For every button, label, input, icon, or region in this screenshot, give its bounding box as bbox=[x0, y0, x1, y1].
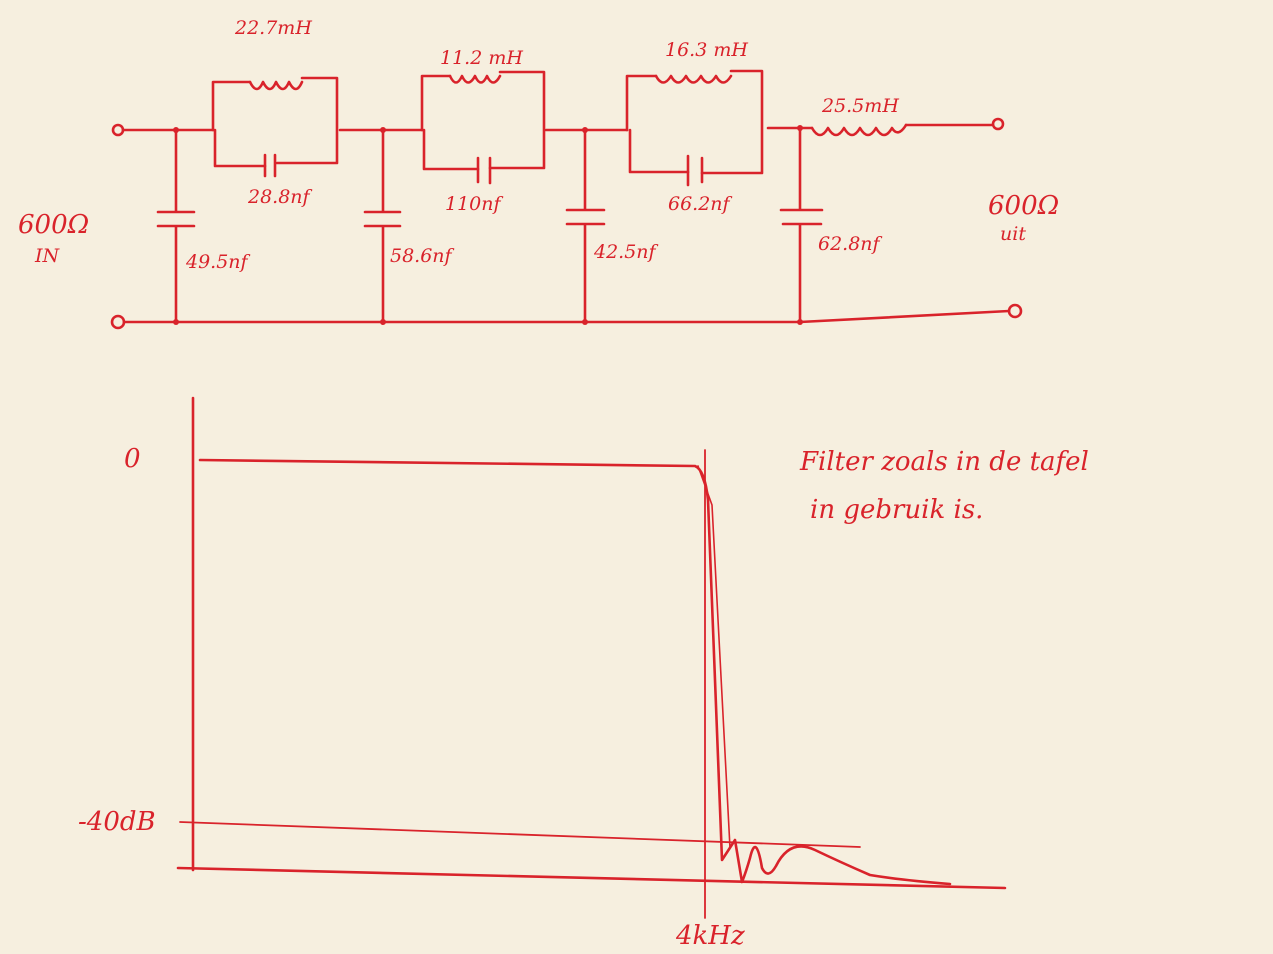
frequency-response: 0 -40dB 4kHz bbox=[78, 396, 1007, 951]
lc-section-2 bbox=[420, 70, 546, 185]
capacitor-icon bbox=[686, 154, 704, 187]
inductor-1-label: 22.7mH bbox=[234, 17, 312, 39]
capacitor-icon bbox=[476, 156, 492, 185]
shunt-capacitor-2 bbox=[363, 128, 402, 324]
ground-wire bbox=[122, 309, 1011, 324]
response-curve-edge bbox=[697, 465, 731, 849]
inductor-3-label: 16.3 mH bbox=[665, 39, 748, 61]
junction-dots bbox=[173, 125, 803, 325]
inductor-icon bbox=[448, 74, 502, 84]
response-curve bbox=[198, 458, 952, 886]
output-inductor-icon bbox=[810, 123, 908, 137]
input-terminal-bottom bbox=[110, 314, 126, 330]
input-impedance-label: 600Ω bbox=[18, 210, 89, 240]
note-line-2: in gebruik is. bbox=[810, 495, 983, 525]
note-line-1: Filter zoals in de tafel bbox=[799, 447, 1089, 477]
x-axis bbox=[176, 866, 1007, 890]
output-sub-label: uit bbox=[1000, 223, 1026, 245]
cutoff-label: 4kHz bbox=[675, 921, 745, 951]
minus-40db-label: -40dB bbox=[78, 807, 156, 837]
shunt-capacitor-1 bbox=[156, 128, 196, 324]
note: Filter zoals in de tafel in gebruik is. bbox=[799, 447, 1089, 525]
input-sub-label: IN bbox=[34, 245, 61, 267]
capacitor-1-label: 28.8nf bbox=[247, 186, 313, 208]
lc-section-1 bbox=[211, 76, 339, 178]
shunt-capacitor-4 bbox=[779, 126, 824, 324]
circuit-schematic: 22.7mH 11.2 mH 16.3 mH 25.5mH 28.8nf 110… bbox=[18, 17, 1059, 330]
input-terminal-top bbox=[111, 123, 125, 137]
shunt-cap-3-label: 42.5nf bbox=[593, 241, 659, 263]
inductor-icon bbox=[654, 74, 733, 84]
output-terminal-top bbox=[991, 117, 1005, 131]
shunt-cap-4-label: 62.8nf bbox=[818, 233, 883, 255]
zero-db-label: 0 bbox=[124, 444, 141, 474]
shunt-cap-2-label: 58.6nf bbox=[390, 245, 455, 267]
inductor-icon bbox=[248, 80, 304, 91]
capacitor-3-label: 66.2nf bbox=[668, 193, 733, 215]
capacitor-2-label: 110nf bbox=[445, 193, 504, 215]
inductor-2-label: 11.2 mH bbox=[440, 47, 523, 69]
shunt-capacitor-3 bbox=[565, 128, 606, 324]
output-terminal-bottom bbox=[1007, 303, 1023, 319]
lc-section-3 bbox=[625, 69, 764, 187]
top-wire bbox=[121, 123, 995, 132]
output-impedance-label: 600Ω bbox=[988, 191, 1059, 221]
shunt-cap-1-label: 49.5nf bbox=[185, 251, 251, 273]
output-inductor-label: 25.5mH bbox=[821, 95, 899, 117]
capacitor-icon bbox=[263, 153, 277, 178]
minus-40db-line bbox=[179, 821, 861, 848]
